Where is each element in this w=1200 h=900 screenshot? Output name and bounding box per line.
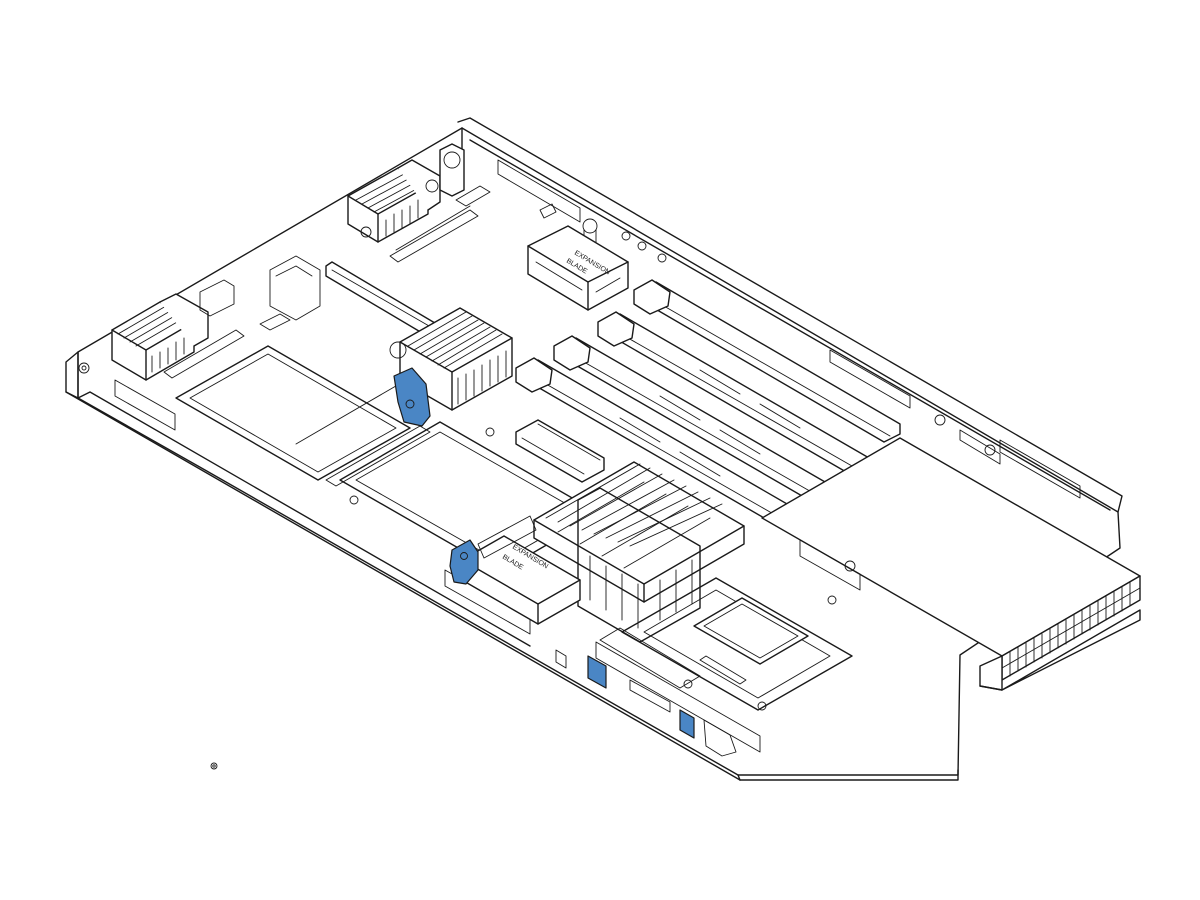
front-left-connector-module — [111, 279, 245, 381]
front-heatsink — [533, 461, 745, 643]
rear-connector-module — [347, 159, 479, 263]
pcie-slot — [269, 255, 441, 341]
m2-connector — [515, 419, 605, 483]
dimm-slot-1 — [633, 279, 901, 443]
rear-post — [439, 143, 598, 251]
right-heatsink-module — [761, 429, 1141, 691]
front-panel — [555, 641, 761, 757]
dimm-slot-2 — [597, 311, 877, 481]
rear-blade-expansion-connector: EXPANSION BLADE — [527, 225, 629, 311]
front-blue-release-handle[interactable] — [449, 539, 479, 585]
chassis-tray — [65, 117, 1123, 781]
rear-blue-release-handle[interactable] — [393, 367, 431, 427]
dimm-slots — [515, 279, 901, 527]
rear-heatsink — [389, 307, 513, 411]
cpu-socket — [599, 577, 853, 711]
front-blue-button-1[interactable] — [587, 655, 607, 689]
front-blue-button-2[interactable] — [679, 709, 695, 739]
